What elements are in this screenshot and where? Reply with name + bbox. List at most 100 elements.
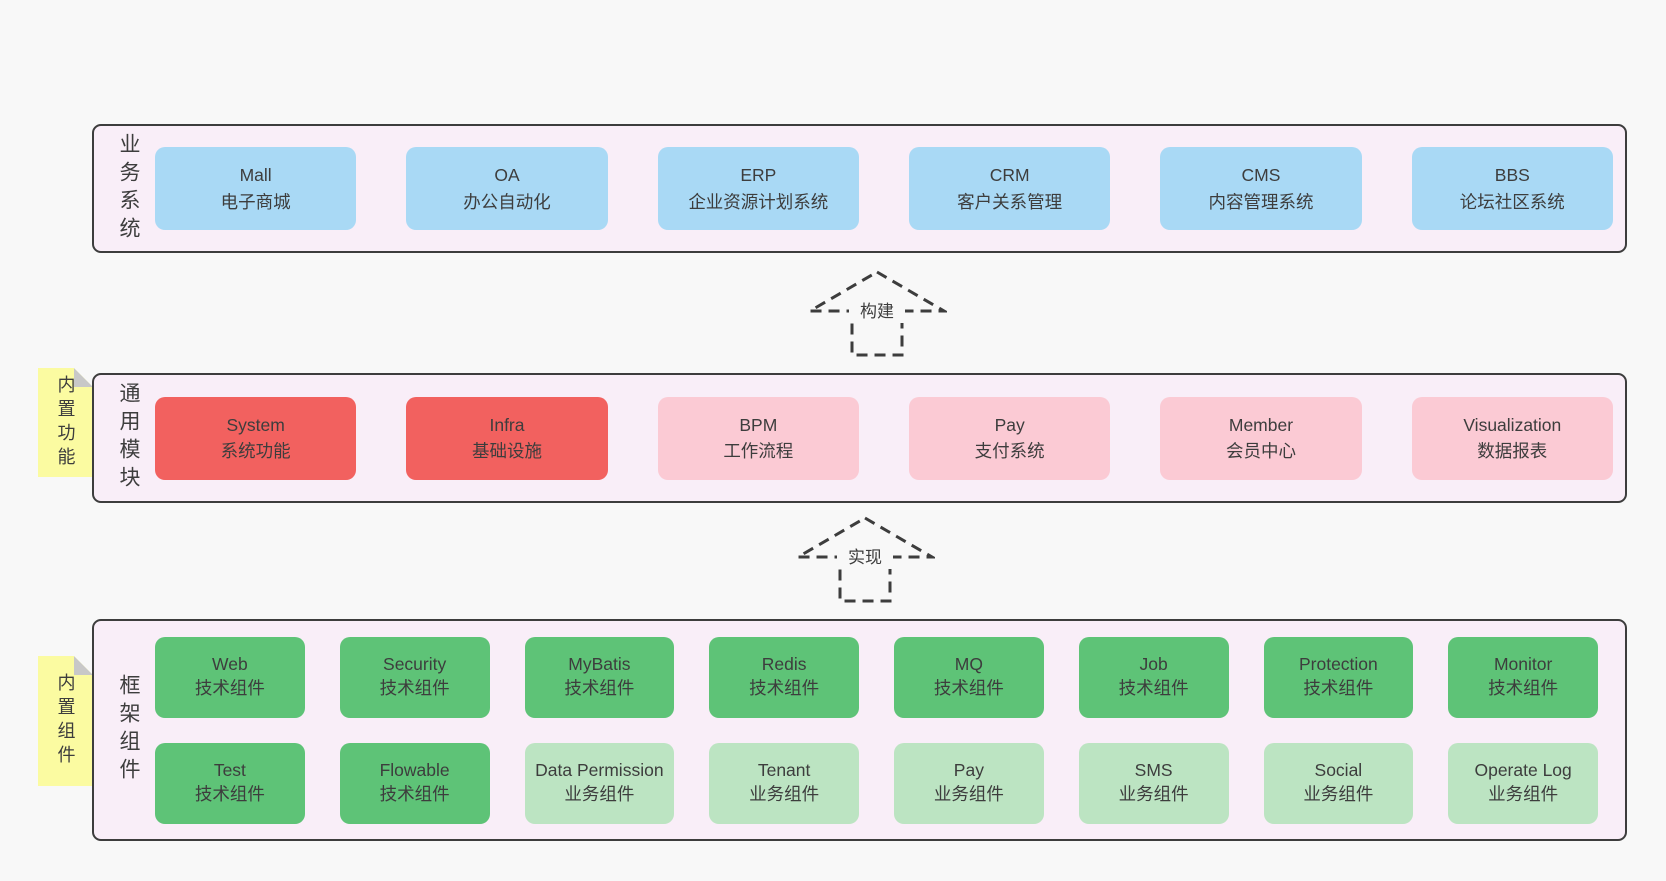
build-arrow-icon: 构建 [807,270,947,357]
box-title: Social [1314,760,1363,781]
box-pay-business: Pay 业务组件 [894,742,1044,824]
box-subtitle: 电子商城 [220,191,291,212]
layer-label: 通用模块 [117,382,140,494]
box-security: Security 技术组件 [339,636,490,718]
box-title: Pay [994,414,1025,435]
box-test: Test 技术组件 [155,742,305,824]
layer-business-systems: 业务系统 Mall 电子商城 OA 办公自动化 ERP 企业资源计划系统 CRM… [92,124,1627,253]
box-title: SMS [1134,760,1173,781]
box-title: Data Permission [535,760,664,781]
box-system: System 系统功能 [155,396,357,480]
box-visualization: Visualization 数据报表 [1411,396,1613,480]
box-subtitle: 业务组件 [933,784,1004,804]
box-subtitle: 业务组件 [749,784,820,804]
box-infra: Infra 基础设施 [406,396,608,480]
box-subtitle: 技术组件 [379,678,450,698]
box-subtitle: 技术组件 [1488,678,1559,698]
box-subtitle: 业务组件 [1118,784,1189,804]
box-title: Visualization [1463,414,1562,435]
box-data-permission: Data Permission 业务组件 [524,742,675,824]
box-title: Job [1139,654,1168,675]
box-title: CMS [1241,165,1281,186]
layer-label: 业务系统 [117,132,140,245]
box-subtitle: 内容管理系统 [1208,191,1314,212]
box-title: MQ [954,654,983,675]
box-web: Web 技术组件 [155,636,305,718]
box-title: Protection [1298,654,1378,675]
box-title: Tenant [757,760,811,781]
folded-corner-icon [74,368,93,387]
box-subtitle: 技术组件 [564,678,635,698]
components-grid: Web 技术组件 Security 技术组件 MyBatis 技术组件 Redi… [155,636,1598,824]
sticky-note-built-in-features: 内置功能 [38,368,93,477]
box-subtitle: 支付系统 [974,441,1045,461]
arrow-label: 实现 [848,548,882,567]
box-subtitle: 技术组件 [933,678,1004,698]
box-flowable: Flowable 技术组件 [339,742,490,824]
sticky-note-label: 内置功能 [55,374,76,471]
box-erp: ERP 企业资源计划系统 [657,147,859,230]
box-title: Pay [953,760,984,781]
box-social: Social 业务组件 [1263,742,1414,824]
sticky-note-built-in-components: 内置组件 [38,656,93,786]
box-title: OA [494,165,520,186]
box-subtitle: 基础设施 [471,441,542,461]
box-subtitle: 技术组件 [379,784,450,804]
box-bbs: BBS 论坛社区系统 [1411,147,1613,230]
box-monitor: Monitor 技术组件 [1448,636,1598,718]
box-title: CRM [989,165,1030,186]
folded-corner-icon [74,656,93,675]
box-title: Web [212,654,248,675]
box-crm: CRM 客户关系管理 [908,147,1111,230]
box-subtitle: 技术组件 [194,784,265,804]
box-subtitle: 业务组件 [564,784,635,804]
sticky-note-label: 内置组件 [55,673,76,769]
box-subtitle: 业务组件 [1303,784,1374,804]
arrow-label: 构建 [860,302,894,321]
box-row: System 系统功能 Infra 基础设施 BPM 工作流程 Pay 支付系统… [155,396,1613,480]
layer-common-modules: 通用模块 System 系统功能 Infra 基础设施 BPM 工作流程 Pay… [92,373,1627,503]
box-subtitle: 技术组件 [749,678,820,698]
box-mall: Mall 电子商城 [155,147,357,230]
box-mybatis: MyBatis 技术组件 [524,636,675,718]
box-title: Test [213,760,246,781]
box-oa: OA 办公自动化 [406,147,608,230]
implement-arrow-icon: 实现 [795,516,935,603]
box-protection: Protection 技术组件 [1263,636,1414,718]
box-subtitle: 办公自动化 [463,191,551,212]
layer-framework-components: 框架组件 Web 技术组件 Security 技术组件 MyBatis 技术组件… [92,619,1627,841]
box-subtitle: 论坛社区系统 [1459,191,1565,212]
box-title: Mall [239,165,272,186]
box-tenant: Tenant 业务组件 [709,742,859,824]
box-title: MyBatis [568,654,631,675]
box-subtitle: 技术组件 [1118,678,1189,698]
box-title: BPM [739,414,778,435]
box-subtitle: 企业资源计划系统 [688,191,829,212]
box-cms: CMS 内容管理系统 [1160,147,1362,230]
box-title: Infra [489,414,525,435]
box-title: Operate Log [1474,760,1572,781]
box-member: Member 会员中心 [1160,396,1362,480]
box-title: Member [1228,414,1294,435]
box-mq: MQ 技术组件 [894,636,1044,718]
box-title: Flowable [379,760,450,781]
box-job: Job 技术组件 [1078,636,1229,718]
box-title: Redis [761,654,807,675]
box-subtitle: 技术组件 [194,678,265,698]
box-row: Mall 电子商城 OA 办公自动化 ERP 企业资源计划系统 CRM 客户关系… [155,147,1613,230]
box-title: ERP [740,165,777,186]
box-subtitle: 系统功能 [220,441,291,461]
layer-label: 框架组件 [117,674,140,786]
box-title: Security [383,654,447,675]
box-subtitle: 会员中心 [1225,441,1296,461]
box-subtitle: 客户关系管理 [957,191,1063,212]
box-bpm: BPM 工作流程 [657,396,859,480]
box-redis: Redis 技术组件 [709,636,859,718]
box-title: System [226,414,285,435]
box-sms: SMS 业务组件 [1078,742,1229,824]
box-subtitle: 工作流程 [723,441,794,461]
box-subtitle: 技术组件 [1303,678,1374,698]
box-operate-log: Operate Log 业务组件 [1448,742,1598,824]
box-title: BBS [1494,165,1530,186]
